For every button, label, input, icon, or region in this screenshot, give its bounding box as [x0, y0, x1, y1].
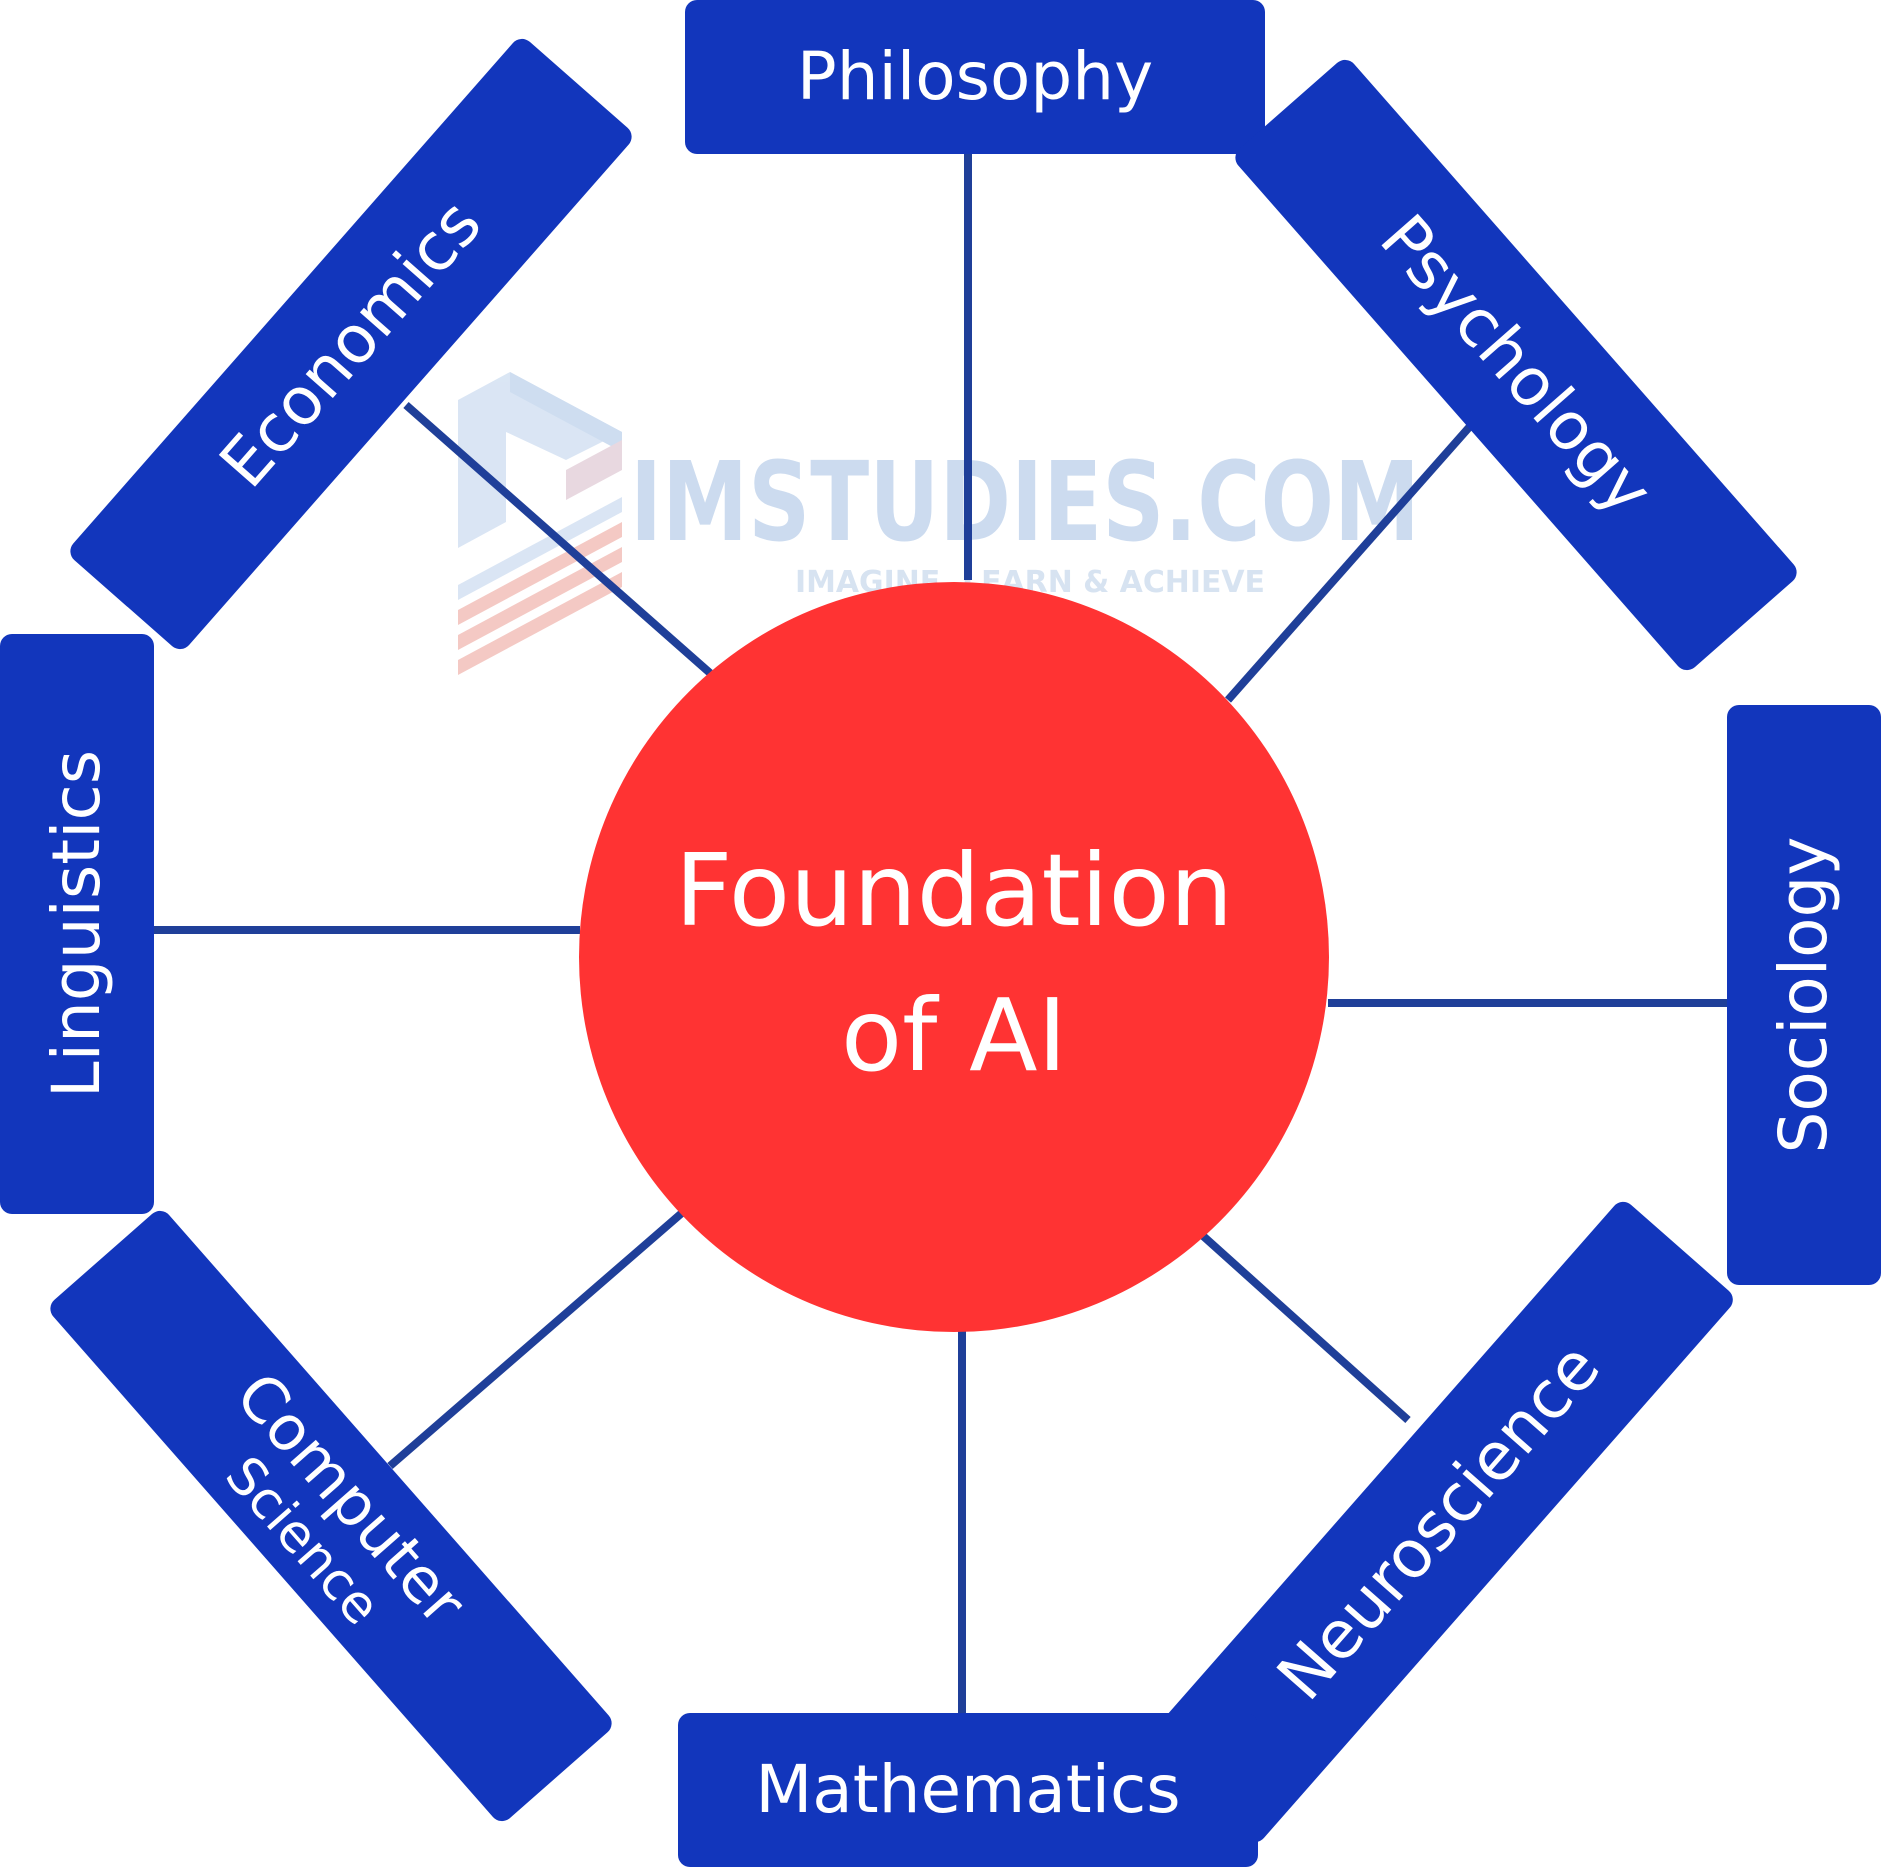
node-mathematics-label: Mathematics: [755, 1751, 1180, 1828]
node-linguistics-label: Linguistics: [38, 750, 115, 1098]
node-psychology-box: [1235, 59, 1797, 671]
connector-neuroscience: [1199, 1232, 1411, 1423]
node-sociology: Sociology: [1727, 705, 1881, 1285]
node-computer-science: Computer Science: [50, 1210, 612, 1822]
node-philosophy: Philosophy: [685, 0, 1265, 154]
node-neuroscience-label: Neuroscience: [1262, 1329, 1614, 1715]
node-linguistics-box: [0, 634, 154, 1214]
node-mathematics-box: [678, 1713, 1258, 1867]
watermark-brand: IMSTUDIES.COM: [630, 438, 1420, 566]
node-sociology-label: Sociology: [1765, 837, 1842, 1154]
node-computer-science-box: [50, 1210, 612, 1822]
connector-psychology: [1225, 412, 1483, 703]
node-mathematics: Mathematics: [678, 1713, 1258, 1867]
watermark-logo-icon: [458, 372, 622, 675]
node-economics-box: [70, 38, 632, 650]
connector-economics: [403, 401, 713, 677]
node-sociology-box: [1727, 705, 1881, 1285]
node-linguistics: Linguistics: [0, 634, 154, 1214]
node-philosophy-box: [685, 0, 1265, 154]
watermark: IMSTUDIES.COM IMAGINE, LEARN & ACHIEVE: [458, 372, 1420, 675]
center-title-line2: of AI: [841, 977, 1067, 1094]
node-philosophy-label: Philosophy: [797, 38, 1153, 115]
center-title-line1: Foundation: [675, 832, 1233, 949]
connectors: [154, 153, 1728, 1713]
node-neuroscience-box: [1145, 1201, 1733, 1843]
center-circle: [579, 582, 1329, 1332]
connector-computer-science: [387, 1208, 686, 1470]
center-node: Foundation of AI: [579, 582, 1329, 1332]
node-psychology: Psychology: [1235, 59, 1797, 671]
